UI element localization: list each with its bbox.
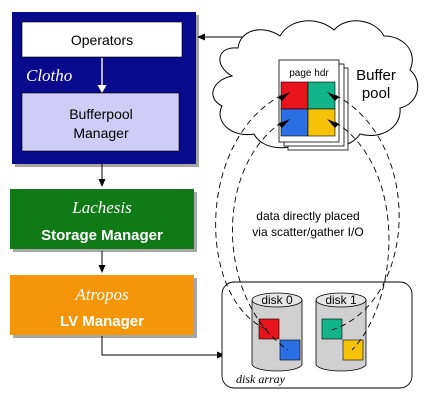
dashed-path-yellow [334, 121, 390, 351]
dashed-arrowhead-red [278, 92, 290, 101]
page-header-label: page hdr [289, 68, 329, 79]
disk-0-label: disk 0 [261, 293, 293, 307]
dashed-arrowhead-teal [327, 92, 339, 101]
operators-label: Operators [71, 32, 133, 48]
lachesis-module: Lachesis Storage Manager [10, 189, 197, 252]
disk-1-top [315, 292, 367, 308]
dashed-path-teal [331, 94, 400, 331]
scatter-gather-paths [215, 94, 400, 351]
disk-0-blue-block [279, 339, 301, 361]
lachesis-subtitle: Storage Manager [41, 227, 163, 244]
buffer-pool-label-line2: pool [362, 85, 390, 102]
disk-1-label: disk 1 [325, 293, 357, 307]
scatter-gather-arrowheads [278, 92, 339, 128]
bufferpool-manager-box [21, 92, 180, 152]
operators-to-bufferpool-arrowhead [97, 85, 107, 93]
dashed-path-blue [232, 121, 289, 351]
buffer-pool-label-line1: Buffer [356, 67, 396, 84]
disk-array: disk array disk 0 disk 1 [221, 281, 413, 389]
dashed-arrowhead-yellow [327, 119, 339, 128]
disk-1: disk 1 [315, 292, 367, 372]
disk-0-top [251, 292, 303, 308]
lachesis-title: Lachesis [71, 198, 132, 217]
disk-0: disk 0 [251, 292, 303, 372]
disk-array-label: disk array [236, 372, 286, 386]
atropos-subtitle: LV Manager [60, 313, 144, 330]
operators-box [21, 21, 183, 58]
annotation-line1: data directly placed [256, 209, 359, 223]
atropos-module: Atropos LV Manager [10, 275, 197, 338]
dashed-arrowhead-blue [278, 119, 290, 128]
disk-0-red-block [258, 318, 280, 340]
lachesis-box [10, 189, 194, 249]
page-stack: page hdr [278, 59, 349, 151]
disk-1-teal-block [321, 318, 343, 340]
disk-1-yellow-block [342, 339, 364, 361]
atropos-title: Atropos [74, 285, 129, 304]
bufferpool-label-line2: Manager [73, 125, 129, 141]
clotho-title: Clotho [26, 66, 72, 85]
annotation-line2: via scatter/gather I/O [252, 225, 363, 239]
bufferpool-label-line1: Bufferpool [69, 106, 133, 122]
atropos-box [10, 275, 194, 335]
clotho-module: Operators Clotho Bufferpool Manager [12, 12, 199, 167]
atropos-to-disk-array-arrow [101, 336, 225, 359]
